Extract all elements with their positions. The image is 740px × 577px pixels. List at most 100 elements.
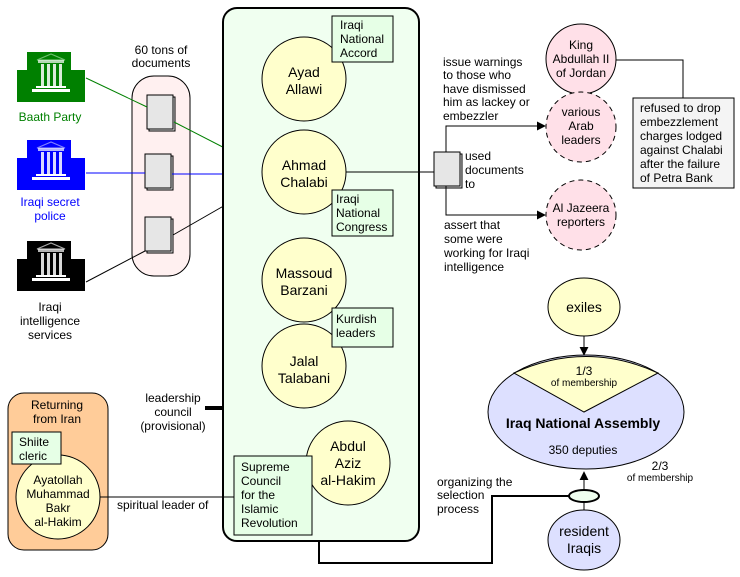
residents-line1: resident: [559, 523, 609, 539]
kurdish-line1: Kurdish: [336, 312, 377, 326]
cleric-line1: Shiite: [19, 435, 49, 449]
used-documents-icon[interactable]: [433, 151, 463, 189]
target-al-jazeera[interactable]: Al Jazeera reporters: [545, 179, 617, 251]
police-label-line2: police: [34, 209, 66, 223]
note-line1: refused to drop: [640, 101, 721, 115]
exiles-label: exiles: [566, 299, 602, 315]
intel-label-line1: Iraqi: [38, 300, 61, 314]
documents-label-line2: documents: [132, 56, 191, 70]
person-massoud-barzani[interactable]: Massoud Barzani: [261, 237, 347, 323]
inc-line1: Iraqi: [336, 192, 359, 206]
iraq-national-assembly[interactable]: 1/3 of membership Iraq National Assembly…: [487, 354, 685, 470]
used-label-line1: used: [465, 149, 491, 163]
scir-line1: Supreme: [241, 460, 290, 474]
target-arab-leaders[interactable]: various Arab leaders: [545, 91, 617, 163]
jazeera-line2: reporters: [557, 215, 605, 229]
org-supreme-council[interactable]: Supreme Council for the Islamic Revoluti…: [233, 455, 313, 536]
person-ayatollah-hakim[interactable]: Ayatollah Muhammad Bakr al-Hakim: [15, 454, 101, 540]
selection-line3: process: [437, 502, 479, 516]
org-kurdish-leaders[interactable]: Kurdish leaders: [331, 307, 394, 348]
baath-label: Baath Party: [19, 110, 82, 124]
link-king-note: [616, 59, 684, 98]
ina-line1: Iraqi: [340, 18, 363, 32]
assert-label-line4: intelligence: [444, 260, 504, 274]
exile-share-wedge: [512, 356, 660, 413]
ayatollah-line2: Muhammad: [26, 487, 89, 501]
arab-line1: various: [562, 105, 601, 119]
note-line3: charges lodged: [640, 129, 722, 143]
assert-label-line1: assert that: [444, 218, 501, 232]
arrow-to-al-jazeera: [445, 186, 546, 220]
org-iraqi-national-accord[interactable]: Iraqi National Accord: [331, 15, 394, 63]
role-shiite-cleric[interactable]: Shiite cleric: [11, 431, 62, 465]
ina-line2: National: [340, 32, 384, 46]
exile-share: 1/3: [576, 364, 593, 378]
aziz-name-line2: Aziz: [335, 455, 361, 471]
baath-party-node[interactable]: Baath Party: [17, 52, 85, 124]
council-label-line3: (provisional): [140, 419, 205, 433]
selection-line2: selection: [437, 488, 484, 502]
note-line6: of Petra Bank: [640, 171, 714, 185]
arrow-to-arab-leaders: [445, 121, 546, 152]
assembly-title: Iraq National Assembly: [506, 415, 661, 431]
council-label-line2: council: [154, 405, 191, 419]
scir-line2: Council: [241, 474, 281, 488]
ayatollah-line3: Bakr: [46, 501, 71, 515]
link-selection-process: [318, 495, 569, 564]
person-jalal-talabani[interactable]: Jalal Talabani: [261, 323, 347, 409]
warn-label-line4: him as lackey or: [443, 95, 530, 109]
resident-iraqis-node[interactable]: resident Iraqis: [547, 509, 621, 571]
intel-label-line3: services: [28, 328, 72, 342]
scir-line4: Islamic: [241, 502, 278, 516]
document-icon-intel[interactable]: [144, 216, 174, 254]
secret-police-node[interactable]: Iraqi secret police: [17, 140, 85, 223]
org-iraqi-national-congress[interactable]: Iraqi National Congress: [331, 189, 394, 237]
document-icon-police[interactable]: [144, 153, 174, 191]
jazeera-line1: Al Jazeera: [553, 201, 610, 215]
used-label-line2: documents: [465, 163, 524, 177]
cleric-line2: cleric: [19, 449, 47, 463]
king-line2: Abdullah II: [553, 52, 610, 66]
allawi-name-line2: Allawi: [286, 81, 323, 97]
council-label-line1: leadership: [145, 391, 201, 405]
ina-line3: Accord: [340, 46, 377, 60]
resident-share: 2/3: [652, 459, 669, 473]
person-ahmad-chalabi[interactable]: Ahmad Chalabi: [261, 129, 347, 215]
link-baath-doc: [85, 77, 148, 108]
resident-share-sub: of membership: [627, 473, 694, 484]
arab-line3: leaders: [561, 133, 600, 147]
intel-label-line2: intelligence: [20, 314, 80, 328]
warn-label-line2: to those who: [443, 68, 511, 82]
police-label-line1: Iraqi secret: [20, 195, 80, 209]
exiles-node[interactable]: exiles: [547, 277, 621, 337]
person-abdul-aziz-al-hakim[interactable]: Abdul Aziz al-Hakim: [305, 420, 391, 506]
king-line1: King: [569, 38, 593, 52]
kurdish-line2: leaders: [336, 326, 375, 340]
document-icon-baath[interactable]: [146, 94, 176, 132]
assert-label-line2: some were: [444, 232, 503, 246]
used-label-line3: to: [465, 177, 475, 191]
chalabi-name-line2: Chalabi: [280, 174, 327, 190]
exile-share-sub: of membership: [551, 378, 618, 389]
note-line5: after the failure: [640, 157, 720, 171]
assert-label-line3: working for Iraqi: [443, 246, 529, 260]
ayatollah-line4: al-Hakim: [34, 515, 81, 529]
warn-label-line3: have dismissed: [443, 82, 526, 96]
intelligence-node[interactable]: Iraqi intelligence services: [17, 241, 85, 342]
aziz-name-line1: Abdul: [330, 438, 366, 454]
chalabi-name-line1: Ahmad: [282, 157, 326, 173]
iran-title-line1: Returning: [31, 398, 83, 412]
documents-label-line1: 60 tons of: [135, 43, 188, 57]
aziz-name-line3: al-Hakim: [320, 472, 375, 488]
selection-junction[interactable]: [568, 489, 600, 503]
person-ayad-allawi[interactable]: Ayad Allawi: [261, 36, 347, 122]
inc-line3: Congress: [336, 220, 387, 234]
target-king-abdullah[interactable]: King Abdullah II of Jordan: [545, 23, 617, 95]
link-intel-doc: [85, 250, 146, 283]
residents-line2: Iraqis: [567, 540, 601, 556]
king-note-box[interactable]: refused to drop embezzlement charges lod…: [632, 97, 735, 189]
talabani-name-line1: Jalal: [290, 353, 319, 369]
talabani-name-line2: Talabani: [278, 370, 330, 386]
scir-line5: Revolution: [241, 516, 298, 530]
